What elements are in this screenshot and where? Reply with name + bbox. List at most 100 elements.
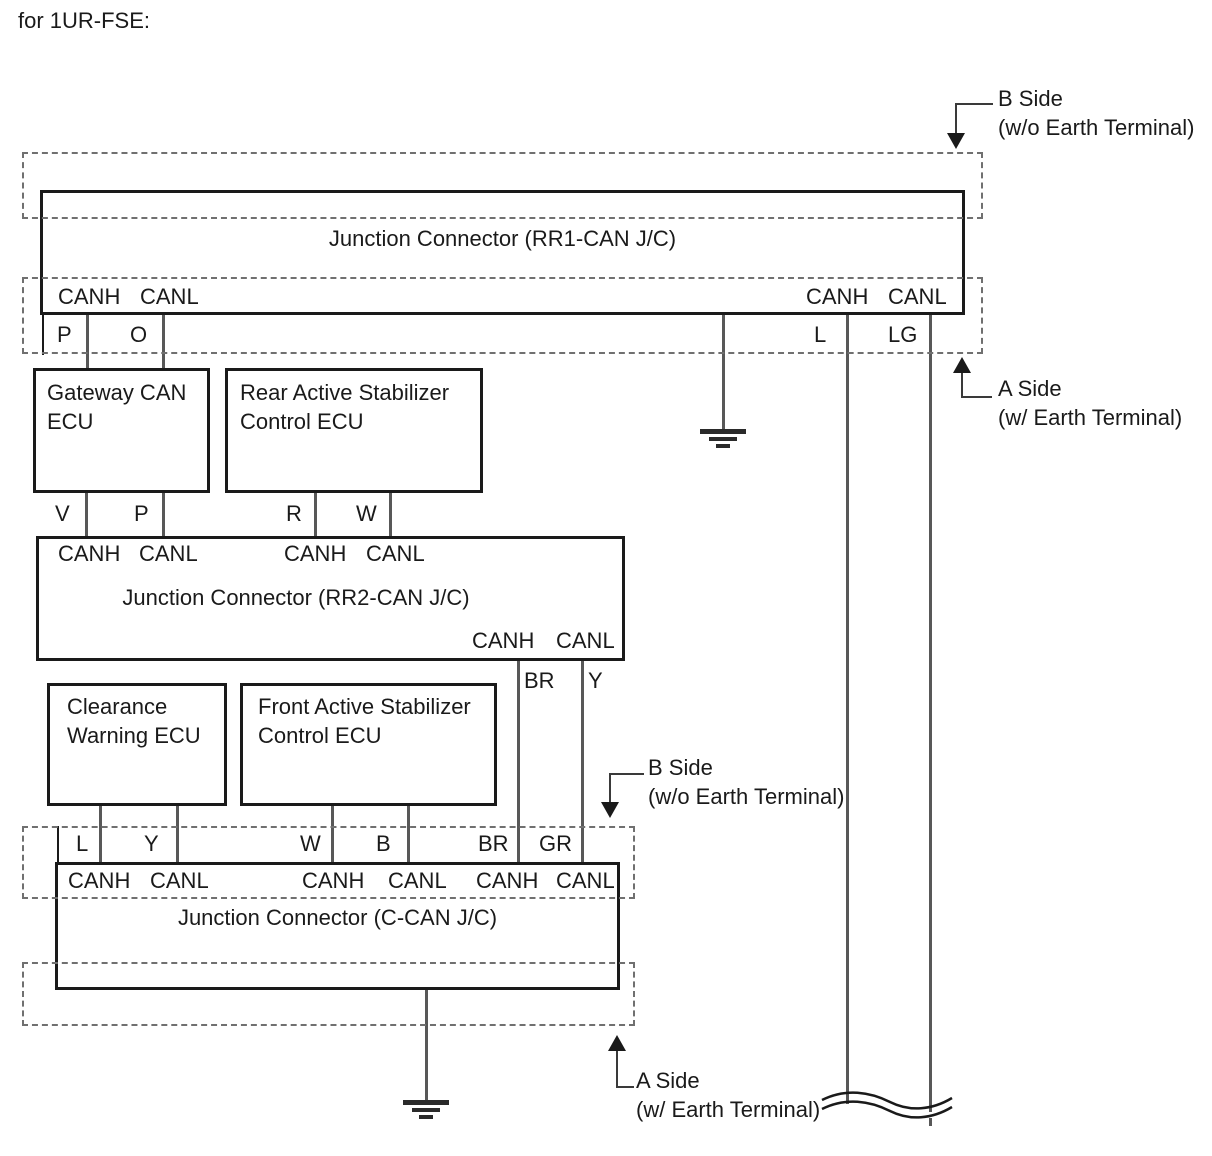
ccan-a-side-dashed-outline: [22, 962, 635, 1026]
gateway-line2: ECU: [47, 409, 94, 434]
gateway-can-ecu-box: [33, 368, 210, 493]
wire-break-squiggle-icon: [821, 1091, 953, 1119]
ground-icon: [412, 1108, 440, 1112]
rr2-canl-terminal-bottom: CANL: [556, 628, 615, 653]
ccan-canl-terminal-3: CANL: [556, 868, 615, 893]
a-side-bottom-annotation: A Side(w/ Earth Terminal): [636, 1066, 820, 1124]
front-stab-line2: Control ECU: [258, 723, 382, 748]
b-side-top-leader-line: [955, 103, 957, 135]
wire-ccan-to-ground: [425, 990, 428, 1100]
wire-clearance-canh-to-ccan: [99, 806, 102, 864]
b-side-mid-annotation: B Side (w/o Earth Terminal): [648, 753, 844, 811]
b-side-mid-leader-line: [609, 773, 644, 775]
ccan-canh-terminal-3: CANH: [476, 868, 539, 893]
junction-connector-ccan-title: Junction Connector (C-CAN J/C): [177, 905, 498, 930]
a-side-bottom-leader-line: [616, 1049, 618, 1088]
ccan-wire-color-y: Y: [144, 831, 159, 856]
wire-rr2-canh-to-ccan: [517, 661, 520, 862]
rr2-wire-color-w: W: [356, 501, 377, 526]
a-side-bottom-leader-line: [616, 1086, 634, 1088]
wire-clearance-canl-to-ccan: [176, 806, 179, 864]
b-side-top-annotation: B Side (w/o Earth Terminal): [998, 84, 1194, 142]
diagram-variant-label: for 1UR-FSE:: [18, 8, 151, 33]
wire-rr2-canl-to-ccan: [581, 661, 584, 862]
rr1-canl-right-terminal: CANL: [888, 284, 947, 309]
rr2-canl-terminal-1: CANL: [139, 541, 198, 566]
a-side-bottom-arrow-icon: [608, 1035, 626, 1051]
a-side-top-annotation: A Side (w/ Earth Terminal): [998, 374, 1182, 432]
rr1-canh-right-terminal: CANH: [806, 284, 869, 309]
rr1-wire-color-lg: LG: [888, 322, 918, 347]
ccan-wire-color-br: BR: [478, 831, 509, 856]
clearance-line2: Warning ECU: [67, 723, 201, 748]
junction-connector-rr2-title: Junction Connector (RR2-CAN J/C): [122, 585, 470, 610]
ccan-wire-color-gr: GR: [539, 831, 572, 856]
gateway-line1: Gateway CAN: [47, 380, 187, 405]
wire-rr1-canl-to-gateway: [162, 315, 165, 368]
ccan-terminal-cell-edge: [57, 826, 59, 864]
rr1-canl-left-terminal: CANL: [140, 284, 199, 309]
rear-active-stabilizer-ecu-box: [225, 368, 483, 493]
clearance-line1: Clearance: [67, 694, 168, 719]
rr2-wire-color-y: Y: [588, 668, 603, 693]
rr2-canh-terminal-1: CANH: [58, 541, 121, 566]
a-side-bottom-line2: (w/ Earth Terminal): [636, 1097, 821, 1122]
ccan-canh-terminal-1: CANH: [68, 868, 131, 893]
b-side-mid-line1: B Side: [648, 755, 713, 780]
junction-connector-rr1-box: [40, 190, 965, 315]
ccan-wire-color-l: L: [76, 831, 89, 856]
ground-icon: [700, 429, 746, 434]
wire-rr1-canl-stub: [929, 1118, 932, 1126]
ccan-canl-terminal-2: CANL: [388, 868, 447, 893]
ground-icon: [709, 437, 737, 441]
b-side-top-line2: (w/o Earth Terminal): [998, 115, 1195, 140]
ccan-wire-color-w: W: [300, 831, 321, 856]
wire-rr1-to-ground: [722, 315, 725, 430]
rear-stab-line2: Control ECU: [240, 409, 364, 434]
a-side-top-line1: A Side: [998, 376, 1062, 401]
rr2-canh-terminal-2: CANH: [284, 541, 347, 566]
rr1-canh-left-terminal: CANH: [58, 284, 121, 309]
ccan-wire-color-b: B: [376, 831, 391, 856]
b-side-mid-line2: (w/o Earth Terminal): [648, 784, 845, 809]
wire-front-canl-to-ccan: [407, 806, 410, 864]
b-side-top-line1: B Side: [998, 86, 1063, 111]
front-stab-line1: Front Active Stabilizer: [258, 694, 471, 719]
wire-rr1-canh-to-gateway: [86, 315, 89, 368]
a-side-top-leader-line: [961, 396, 992, 398]
front-active-stabilizer-ecu-box: [240, 683, 497, 806]
gateway-can-ecu-label: Gateway CAN ECU: [47, 378, 186, 436]
rr1-terminal-cell-edge: [42, 315, 44, 355]
junction-connector-rr2-box: [36, 536, 625, 661]
b-side-mid-arrow-icon: [601, 802, 619, 818]
a-side-top-line2: (w/ Earth Terminal): [998, 405, 1183, 430]
b-side-mid-leader-line: [609, 773, 611, 804]
junction-connector-rr1-title: Junction Connector (RR1-CAN J/C): [328, 226, 677, 251]
ground-icon: [403, 1100, 449, 1105]
ccan-b-side-dashed-outline: [22, 826, 635, 899]
wire-rear-canl-to-rr2: [389, 493, 392, 537]
wire-rr1-canl-long: [929, 315, 932, 1112]
ccan-canh-terminal-2: CANH: [302, 868, 365, 893]
a-side-top-leader-line: [961, 371, 963, 398]
a-side-top-arrow-icon: [953, 357, 971, 373]
junction-connector-ccan-box: [55, 862, 620, 990]
rr1-wire-color-o: O: [130, 322, 148, 347]
ground-icon: [716, 444, 730, 448]
wire-gateway-canh-to-rr2: [85, 493, 88, 537]
wire-rear-canh-to-rr2: [314, 493, 317, 537]
rear-stab-line1: Rear Active Stabilizer: [240, 380, 450, 405]
rr2-canl-terminal-2: CANL: [366, 541, 425, 566]
rr1-wire-color-l: L: [814, 322, 827, 347]
rr2-wire-color-p: P: [134, 501, 149, 526]
clearance-warning-ecu-box: [47, 683, 227, 806]
rr2-wire-color-r: R: [286, 501, 302, 526]
wire-gateway-canl-to-rr2: [162, 493, 165, 537]
wire-front-canh-to-ccan: [331, 806, 334, 864]
rr1-b-side-dashed-outline: [22, 152, 983, 219]
rr2-wire-color-v: V: [55, 501, 70, 526]
